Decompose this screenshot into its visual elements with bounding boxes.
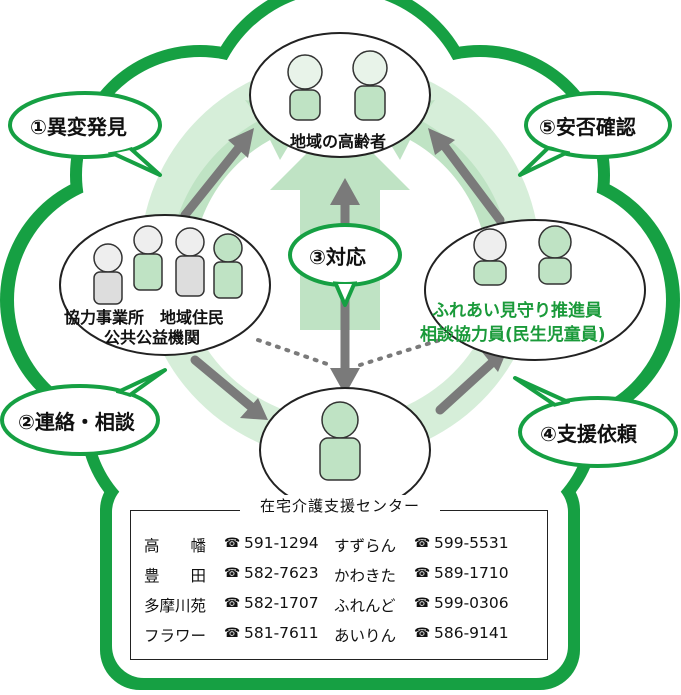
contact-tel[interactable]: 586-9141 (434, 624, 509, 642)
contact-tel[interactable]: 589-1710 (434, 564, 509, 582)
partners-label-line2: 公共公益機関 (104, 328, 201, 347)
contact-tel[interactable]: 582-1707 (244, 594, 319, 612)
step-5-label: ⑤安否確認 (539, 115, 636, 139)
volunteers-figures-icon (473, 225, 572, 286)
contact-card (130, 510, 548, 660)
partners-figures-icon (93, 225, 243, 305)
phone-icon: ☎ (224, 626, 241, 641)
arrow-step1 (180, 135, 250, 220)
step-2-label: ②連絡・相談 (18, 410, 135, 434)
step-4-label: ④支援依頼 (540, 422, 637, 446)
contact-tel[interactable]: 582-7623 (244, 564, 319, 582)
partners-label-line1: 協力事業所 地域住民 (64, 308, 225, 327)
phone-icon: ☎ (414, 536, 431, 551)
arrow-step4 (435, 355, 500, 415)
contact-name: ふれんど (334, 597, 396, 615)
arrow-step2 (190, 355, 260, 415)
contact-name: かわきた (334, 567, 397, 585)
contact-name: 多摩川苑 (144, 597, 207, 615)
step-1-label: ①異変発見 (30, 115, 127, 139)
contact-name: あいりん (334, 627, 397, 645)
elderly-label: 地域の高齢者 (290, 132, 387, 151)
dotted-arrows (256, 338, 442, 367)
elderly-figures-icon (287, 50, 388, 121)
phone-icon: ☎ (224, 566, 241, 581)
center-staff-figure-icon (319, 401, 361, 481)
step-3-label: ③対応 (309, 245, 366, 269)
contact-tel[interactable]: 599-5531 (434, 534, 509, 552)
arrow-step5 (435, 135, 505, 225)
contact-tel[interactable]: 591-1294 (244, 534, 319, 552)
contact-tel[interactable]: 581-7611 (244, 624, 319, 642)
phone-icon: ☎ (414, 566, 431, 581)
phone-icon: ☎ (414, 596, 431, 611)
contact-list: 高 幡 ☎ 591-1294 すずらん ☎ 599-5531 豊 田 ☎ 582… (130, 510, 548, 660)
phone-icon: ☎ (224, 596, 241, 611)
contact-name: すずらん (334, 537, 397, 555)
contact-card-title: 在宅介護支援センター (240, 495, 440, 516)
contact-tel[interactable]: 599-0306 (434, 594, 509, 612)
phone-icon: ☎ (414, 626, 431, 641)
phone-icon: ☎ (224, 536, 241, 551)
contact-name: 高 幡 (144, 537, 207, 555)
speech-bubble-fill (5, 96, 673, 463)
contact-name: フラワー (144, 627, 207, 645)
contact-name: 豊 田 (144, 567, 207, 585)
volunteers-label-line1: ふれあい見守り推進員 (432, 301, 602, 321)
volunteers-label-line2: 相談協力員(民生児童員) (420, 325, 606, 345)
